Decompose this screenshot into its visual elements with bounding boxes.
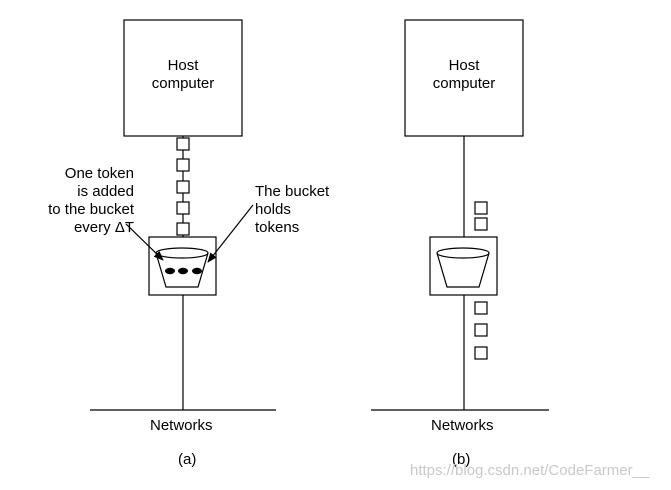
bucket-holds-arrow bbox=[207, 204, 254, 263]
incoming-token-stack-b bbox=[474, 201, 488, 231]
token-square bbox=[176, 201, 190, 215]
bucket-b bbox=[436, 247, 490, 288]
network-label-b: Networks bbox=[431, 417, 494, 434]
panel-b bbox=[371, 19, 549, 411]
token-square bbox=[176, 158, 190, 172]
token-dot bbox=[165, 267, 175, 275]
token-square bbox=[474, 217, 488, 231]
incoming-token-stack-a bbox=[176, 137, 190, 236]
host-label-line1: Host bbox=[167, 57, 199, 74]
token-dot bbox=[192, 267, 202, 275]
token-dot bbox=[178, 267, 188, 275]
add-token-arrow bbox=[125, 223, 164, 261]
note-line: One token bbox=[64, 165, 134, 182]
panel-a bbox=[90, 19, 276, 411]
panel-caption-a: (a) bbox=[178, 451, 197, 468]
panel-caption-b: (b) bbox=[452, 451, 471, 468]
tokens-in-bucket-a bbox=[165, 267, 202, 275]
host-computer-label-a: Host computer bbox=[124, 57, 242, 93]
bucket-enclosure-b bbox=[429, 236, 498, 296]
network-label-a: Networks bbox=[150, 417, 213, 434]
token-square bbox=[474, 201, 488, 215]
note-line: tokens bbox=[255, 219, 300, 236]
bucket-holds-note: The bucket holds tokens bbox=[255, 183, 329, 237]
note-line: to the bucket bbox=[48, 201, 134, 218]
note-line: holds bbox=[255, 201, 291, 218]
token-square bbox=[474, 346, 488, 360]
bucket-a bbox=[155, 247, 209, 288]
token-add-note: One token is added to the bucket every Δ… bbox=[20, 165, 134, 237]
note-line: is added bbox=[77, 183, 134, 200]
host-computer-label-b: Host computer bbox=[405, 57, 523, 93]
outgoing-token-stack-b bbox=[474, 301, 488, 360]
token-square bbox=[176, 137, 190, 151]
token-square bbox=[474, 323, 488, 337]
bucket-enclosure-a bbox=[148, 236, 217, 296]
watermark: https://blog.csdn.net/CodeFarmer__ bbox=[410, 462, 650, 479]
note-line: every ΔT bbox=[73, 219, 134, 236]
host-label-line1: Host bbox=[448, 57, 480, 74]
token-square bbox=[176, 222, 190, 236]
host-label-line2: computer bbox=[151, 75, 215, 92]
token-square bbox=[176, 180, 190, 194]
note-line: The bucket bbox=[255, 183, 330, 200]
token-square bbox=[474, 301, 488, 315]
host-label-line2: computer bbox=[432, 75, 496, 92]
